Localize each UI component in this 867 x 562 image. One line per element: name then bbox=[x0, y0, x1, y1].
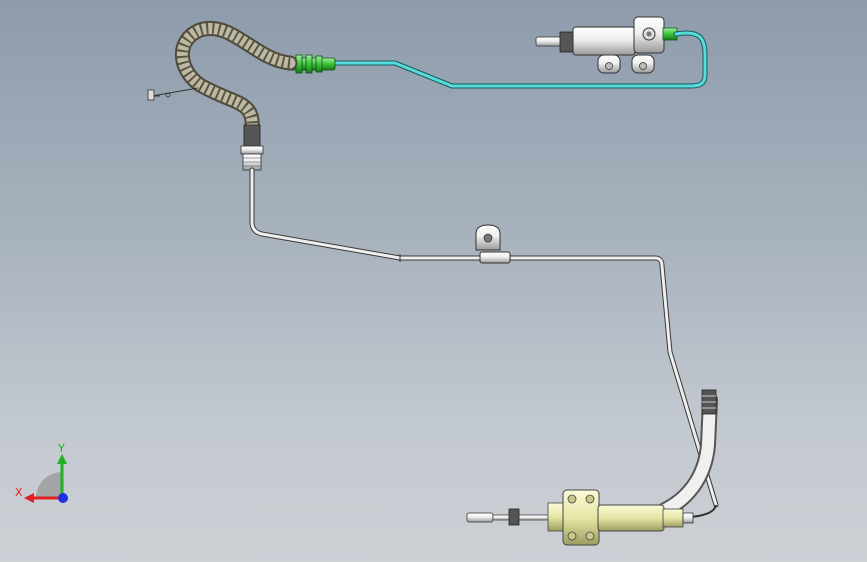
hose-end-fitting[interactable] bbox=[240, 124, 264, 171]
hose-retaining-clip[interactable] bbox=[147, 87, 199, 101]
lug-hole-left bbox=[605, 62, 613, 70]
slave-cylinder-feed-hose[interactable] bbox=[657, 389, 718, 518]
steel-hydraulic-tube[interactable] bbox=[249, 167, 719, 508]
green-quick-connector[interactable] bbox=[286, 54, 336, 74]
z-axis-dot bbox=[58, 493, 68, 503]
lug-hole-right bbox=[639, 62, 647, 70]
flexible-hose-spiral-wrap[interactable] bbox=[174, 20, 298, 138]
slave-cylinder[interactable] bbox=[466, 489, 694, 546]
master-cylinder-boot bbox=[559, 31, 575, 53]
triad-plane-indicator bbox=[36, 472, 62, 498]
slave-cylinder-rod bbox=[492, 514, 552, 521]
slave-cylinder-inlet bbox=[682, 512, 694, 524]
tube-mounting-bracket[interactable] bbox=[475, 224, 511, 264]
slave-cylinder-rod-end bbox=[466, 512, 494, 523]
cyan-hydraulic-line[interactable] bbox=[332, 30, 708, 89]
master-cylinder[interactable] bbox=[535, 16, 678, 74]
port-bore bbox=[646, 31, 652, 37]
rod-clip bbox=[508, 508, 520, 526]
x-axis-label: X bbox=[15, 486, 23, 499]
master-cylinder-body bbox=[572, 26, 636, 56]
coordinate-triad: Y X bbox=[15, 442, 68, 503]
master-cylinder-push-rod bbox=[535, 36, 563, 47]
slave-cylinder-body bbox=[597, 504, 665, 532]
slave-cylinder-end-cap bbox=[662, 508, 684, 528]
y-axis-label: Y bbox=[57, 442, 65, 455]
